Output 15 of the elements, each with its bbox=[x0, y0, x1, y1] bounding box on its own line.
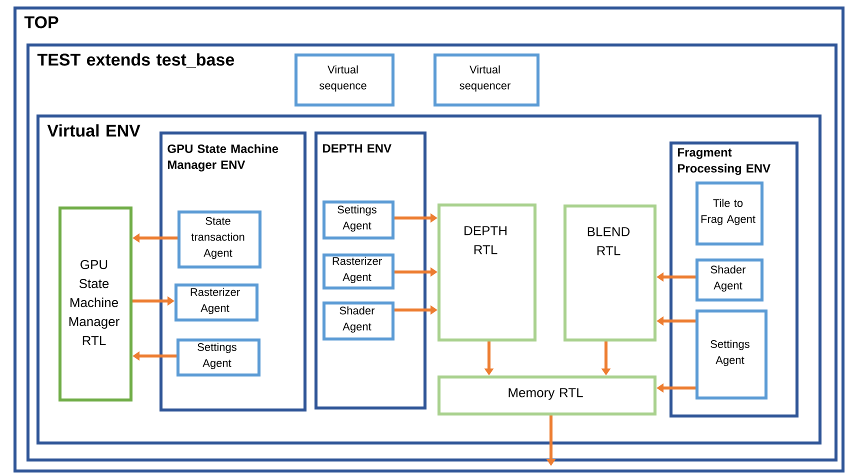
agent-box: Shader Agent bbox=[696, 258, 764, 302]
rtl-box: DEPTH RTL bbox=[438, 204, 536, 342]
agent-box: Rasterizer Agent bbox=[174, 284, 258, 322]
agent-box: Rasterizer Agent bbox=[322, 254, 394, 290]
agent-box: Shader Agent bbox=[322, 302, 394, 340]
agent-box: Settings Agent bbox=[696, 310, 768, 400]
agent-box: Virtual sequencer bbox=[434, 54, 540, 106]
agent-box: Virtual sequence bbox=[294, 54, 394, 106]
agent-box: Settings Agent bbox=[322, 200, 394, 240]
rtl-box: GPU State Machine Manager RTL bbox=[58, 206, 132, 402]
agent-box: State transaction Agent bbox=[178, 210, 262, 268]
rtl-box: BLEND RTL bbox=[564, 204, 656, 342]
agent-box: Tile to Frag Agent bbox=[696, 182, 764, 246]
rtl-box: Memory RTL bbox=[438, 376, 656, 416]
agent-box: Settings Agent bbox=[176, 338, 260, 376]
